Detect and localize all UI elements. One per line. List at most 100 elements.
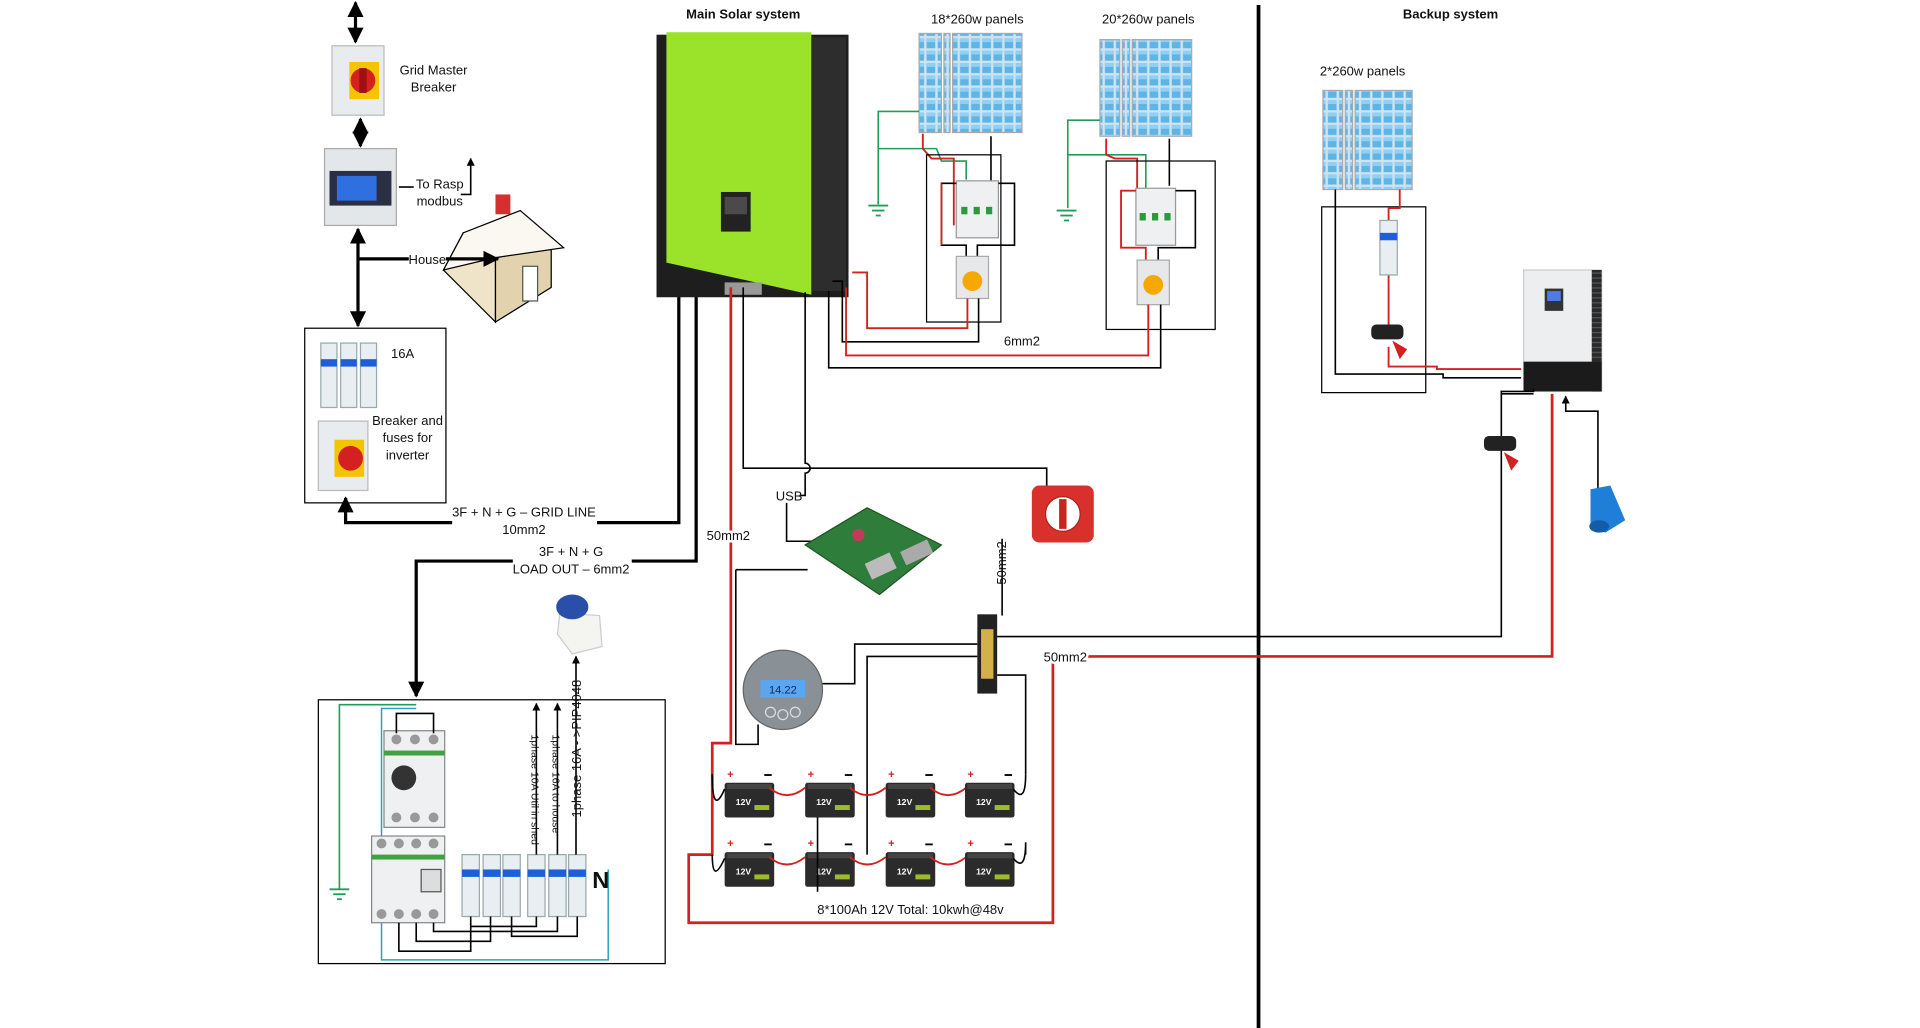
battery: 12V + bbox=[964, 769, 1015, 818]
breaker-label-3: inverter bbox=[386, 448, 430, 463]
shunt bbox=[977, 614, 998, 694]
fuse-rating-label: 16A bbox=[391, 346, 414, 361]
ground-symbol-icon bbox=[329, 888, 350, 901]
pv-array-18-label: 18*260w panels bbox=[931, 12, 1024, 27]
battery-voltage: 12V bbox=[976, 866, 992, 876]
battery: 12V + bbox=[724, 769, 775, 818]
pv-cable-label: 6mm2 bbox=[1004, 334, 1040, 349]
surge-protector-2 bbox=[1135, 187, 1177, 246]
inverter-breaker-box bbox=[304, 327, 447, 504]
meter-label-1: To Rasp bbox=[416, 176, 464, 191]
main-hybrid-inverter bbox=[656, 32, 849, 298]
distribution-board bbox=[317, 699, 666, 965]
pv-array-20-label: 20*260w panels bbox=[1102, 12, 1195, 27]
out1-label: 1phase 10A Util in shed bbox=[528, 734, 540, 845]
dc-positive-wire bbox=[687, 287, 1554, 925]
backup-system-title: Backup system bbox=[1403, 7, 1498, 22]
monitor-reading: 14.22 bbox=[769, 685, 797, 697]
battery-link-wire bbox=[849, 856, 887, 866]
battery-voltage: 12V bbox=[736, 797, 752, 807]
main-isolator bbox=[383, 730, 446, 828]
grid-line-label-2: 10mm2 bbox=[502, 522, 545, 537]
battery-link-wire bbox=[929, 856, 967, 866]
svg-text:+: + bbox=[967, 838, 974, 850]
breaker-label-1: Breaker and bbox=[372, 413, 443, 428]
energy-meter bbox=[323, 148, 398, 227]
main-system-title: Main Solar system bbox=[686, 7, 800, 22]
modbus-arrow bbox=[460, 157, 475, 196]
mcb-row bbox=[461, 853, 587, 918]
dc-isolator-1 bbox=[955, 255, 990, 300]
switch-cable-label: 50mm2 bbox=[994, 541, 1009, 584]
grid-master-label-1: Grid Master bbox=[400, 62, 469, 77]
battery-link-wire bbox=[849, 786, 887, 797]
ground-symbol-icon bbox=[1056, 209, 1077, 222]
surge-protector-1 bbox=[955, 180, 1000, 239]
grid-line-wire-right bbox=[597, 268, 687, 525]
dc-isolator-2 bbox=[1136, 259, 1170, 306]
grid-line-label-1: 3F + N + G – GRID LINE bbox=[452, 504, 596, 519]
ground-wire bbox=[338, 703, 417, 890]
battery: 12V + bbox=[964, 838, 1015, 887]
battery-voltage: 12V bbox=[897, 866, 913, 876]
battery: 12V + bbox=[885, 838, 936, 887]
svg-text:+: + bbox=[727, 769, 734, 781]
battery-monitor: 14.22 bbox=[742, 649, 824, 731]
load-out-label-1: 3F + N + G bbox=[539, 544, 603, 559]
battery-bank: 12V+12V+12V+12V+12V+12V+12V+12V+ bbox=[724, 769, 1015, 887]
battery-voltage: 12V bbox=[816, 797, 832, 807]
pv-array-backup-label: 2*260w panels bbox=[1320, 64, 1406, 79]
battery-cable-label: 50mm2 bbox=[707, 528, 750, 543]
battery-link-wire bbox=[929, 786, 967, 797]
pv-array-18-panels bbox=[918, 32, 1023, 134]
pv-array-backup bbox=[1322, 89, 1413, 191]
blue-industrial-plug-icon bbox=[1589, 485, 1626, 533]
battery-switch bbox=[1031, 485, 1094, 543]
battery-voltage: 12V bbox=[816, 866, 832, 876]
battery-link-wire bbox=[768, 786, 806, 797]
grid-master-label-2: Breaker bbox=[411, 80, 457, 95]
backup-battery-fuse bbox=[1483, 435, 1519, 471]
backup-fuse-holder bbox=[1371, 324, 1408, 360]
grid-master-breaker bbox=[331, 45, 385, 116]
neutral-wire bbox=[380, 707, 609, 961]
house-label: House bbox=[409, 252, 447, 267]
mcb-16a-group bbox=[320, 342, 378, 409]
ground-symbol-icon bbox=[868, 204, 889, 217]
battery-voltage: 12V bbox=[976, 797, 992, 807]
load-out-wire-right bbox=[631, 272, 698, 563]
meter-label-2: modbus bbox=[417, 194, 464, 209]
usb-label: USB bbox=[776, 488, 803, 503]
backup-inverter bbox=[1522, 269, 1603, 393]
svg-text:+: + bbox=[967, 769, 974, 781]
out2-label: 1phase 16A to house bbox=[549, 734, 561, 833]
inverter-isolator-switch bbox=[317, 420, 369, 492]
battery: 12V + bbox=[805, 838, 855, 887]
backup-pv-breaker bbox=[1379, 219, 1398, 276]
battery-link-wire bbox=[768, 856, 806, 866]
svg-text:+: + bbox=[888, 769, 895, 781]
out3-label: 1phase 16A - >PIP4048 bbox=[569, 680, 584, 818]
battery-bank-label: 8*100Ah 12V Total: 10kwh@48v bbox=[817, 902, 1004, 917]
rcd-device bbox=[370, 835, 446, 924]
neutral-label: N bbox=[592, 867, 609, 893]
breaker-label-2: fuses for bbox=[383, 430, 434, 445]
pv-array-20-panels bbox=[1099, 39, 1193, 137]
svg-text:+: + bbox=[808, 769, 815, 781]
battery: 12V + bbox=[885, 769, 936, 818]
dc-negative-wire bbox=[997, 393, 1503, 638]
svg-text:+: + bbox=[808, 838, 815, 850]
bms-comm-wire bbox=[742, 287, 1048, 486]
battery: 12V + bbox=[805, 769, 855, 818]
load-out-wire-left bbox=[408, 559, 513, 698]
battery-voltage: 12V bbox=[897, 797, 913, 807]
backup-cable-label: 50mm2 bbox=[1044, 649, 1087, 664]
backup-ac-input-arrow bbox=[1561, 395, 1599, 508]
grid-line-wire-left bbox=[337, 496, 453, 525]
svg-text:+: + bbox=[727, 838, 734, 850]
battery: 12V+ bbox=[724, 838, 775, 887]
svg-text:+: + bbox=[888, 838, 895, 850]
raspberry-pi bbox=[804, 507, 943, 596]
load-out-label-2: LOAD OUT – 6mm2 bbox=[513, 561, 630, 576]
